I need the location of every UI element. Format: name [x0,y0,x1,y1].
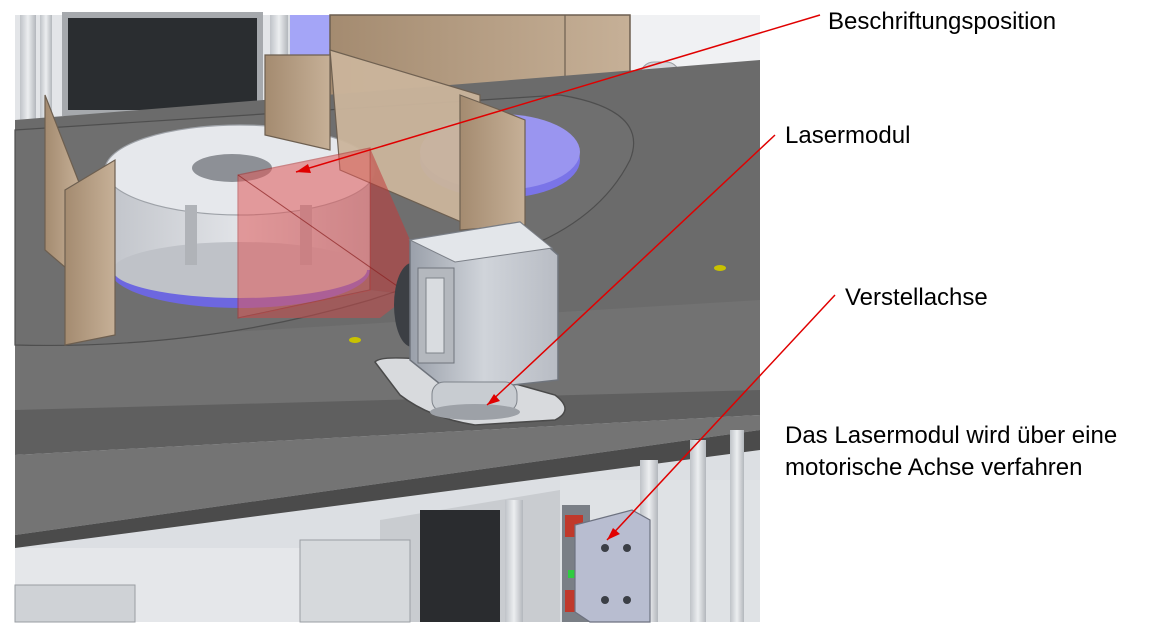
pointer-beschriftungsposition [295,14,821,173]
pointer-verstellachse [606,294,836,541]
adjustment-axis [562,505,651,623]
annotation-lines [295,14,836,541]
pointer-lasermodul [486,134,776,406]
cardboard-flaps [44,49,526,346]
description-line-1: Das Lasermodul wird über eine [785,422,1118,449]
label-verstellachse: Verstellachse [845,284,988,311]
label-lasermodul: Lasermodul [785,122,911,149]
description-line-2: motorische Achse verfahren [785,454,1083,481]
label-description: Das Lasermodul wird über eine motorische… [785,420,1117,484]
laser-module [394,221,559,420]
label-beschriftungsposition: Beschriftungsposition [828,8,1057,35]
marking-zone [237,147,411,319]
